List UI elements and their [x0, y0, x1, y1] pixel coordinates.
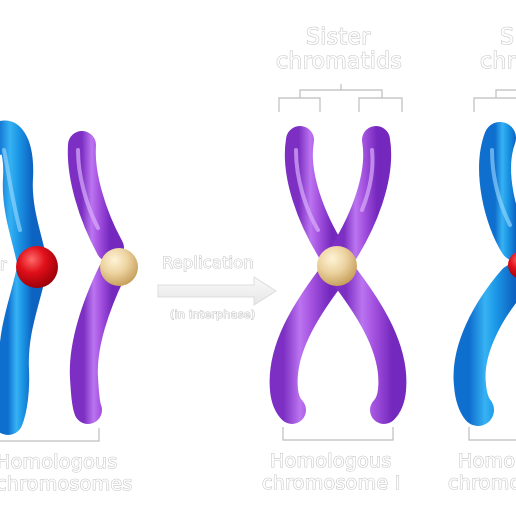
- bracket-homologous-left: [0, 428, 100, 442]
- bracket-sister-chromatids-right: [473, 89, 516, 112]
- right-arrow-icon: [157, 276, 277, 306]
- replication-label: Replication: [162, 253, 254, 272]
- bracket-sister-chromatids: [278, 84, 403, 112]
- sister-chromatids-right-line1: S: [500, 25, 514, 50]
- label-homologous-left-1: Homologous: [0, 451, 118, 473]
- tan-centromere-left: [100, 248, 138, 286]
- in-interphase-label: (in interphase): [170, 308, 255, 321]
- bracket-homologous-middle: [282, 427, 394, 441]
- label-homologous-right-2: chromo: [448, 472, 516, 494]
- sister-chromatids-line2: chromatids: [276, 49, 402, 74]
- label-homologous-left-2: chromosomes: [0, 473, 133, 495]
- bracket-homologous-right: [468, 427, 516, 441]
- label-homologous-right-1: Homo: [458, 450, 515, 472]
- red-centromere-right: [508, 252, 516, 278]
- purple-chromosome-left: [67, 131, 126, 424]
- tan-centromere-middle: [317, 246, 357, 286]
- label-homologous-mid-1: Homologous: [270, 450, 392, 472]
- sister-chromatids-line1: Sister: [306, 25, 371, 50]
- blue-chromosome-left: [0, 120, 47, 435]
- blue-chromatid-right: [453, 122, 516, 426]
- red-centromere: [16, 246, 58, 288]
- purple-chromatid-left: [269, 126, 346, 424]
- left-cut-letter: r: [0, 255, 7, 274]
- label-homologous-mid-2: chromosome I: [262, 472, 401, 494]
- purple-chromatid-right: [330, 126, 407, 424]
- sister-chromatids-right-line2: chr: [480, 49, 516, 74]
